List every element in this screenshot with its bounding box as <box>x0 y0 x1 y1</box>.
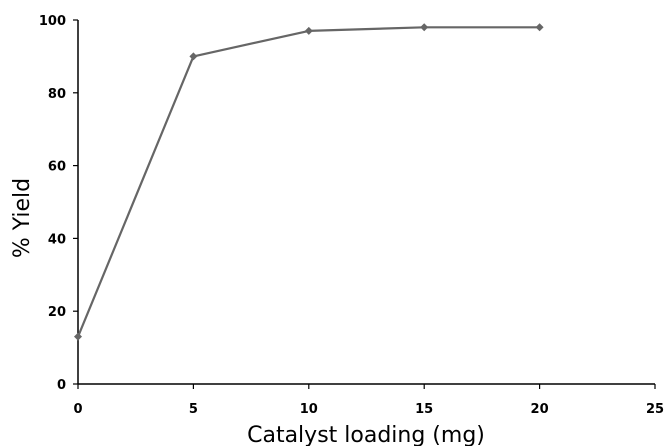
x-axis-ticks: 0 5 10 15 20 25 <box>73 384 664 417</box>
data-point-marker <box>74 332 82 341</box>
data-point-marker <box>189 52 198 61</box>
x-tick-label: 20 <box>531 402 549 417</box>
data-point-marker <box>304 26 313 35</box>
y-tick-label: 0 <box>57 378 66 393</box>
y-axis-title: % Yield <box>10 178 35 258</box>
x-tick-label: 5 <box>189 402 198 417</box>
y-tick-label: 80 <box>48 87 66 102</box>
chart-axes <box>77 20 655 385</box>
x-tick-label: 25 <box>646 402 664 417</box>
y-tick-label: 60 <box>48 160 66 175</box>
y-tick-label: 20 <box>48 305 66 320</box>
x-tick-label: 15 <box>415 402 433 417</box>
x-axis-title: Catalyst loading (mg) <box>247 423 485 446</box>
y-tick-label: 40 <box>48 232 66 247</box>
x-tick-label: 0 <box>73 402 82 417</box>
y-tick-label: 100 <box>39 14 66 29</box>
data-point-marker <box>535 23 544 32</box>
series-line <box>76 26 540 338</box>
data-point-marker <box>420 23 429 32</box>
y-axis-ticks: 0 20 40 60 80 100 <box>39 14 78 393</box>
x-tick-label: 10 <box>300 402 318 417</box>
series-layer <box>74 23 544 341</box>
